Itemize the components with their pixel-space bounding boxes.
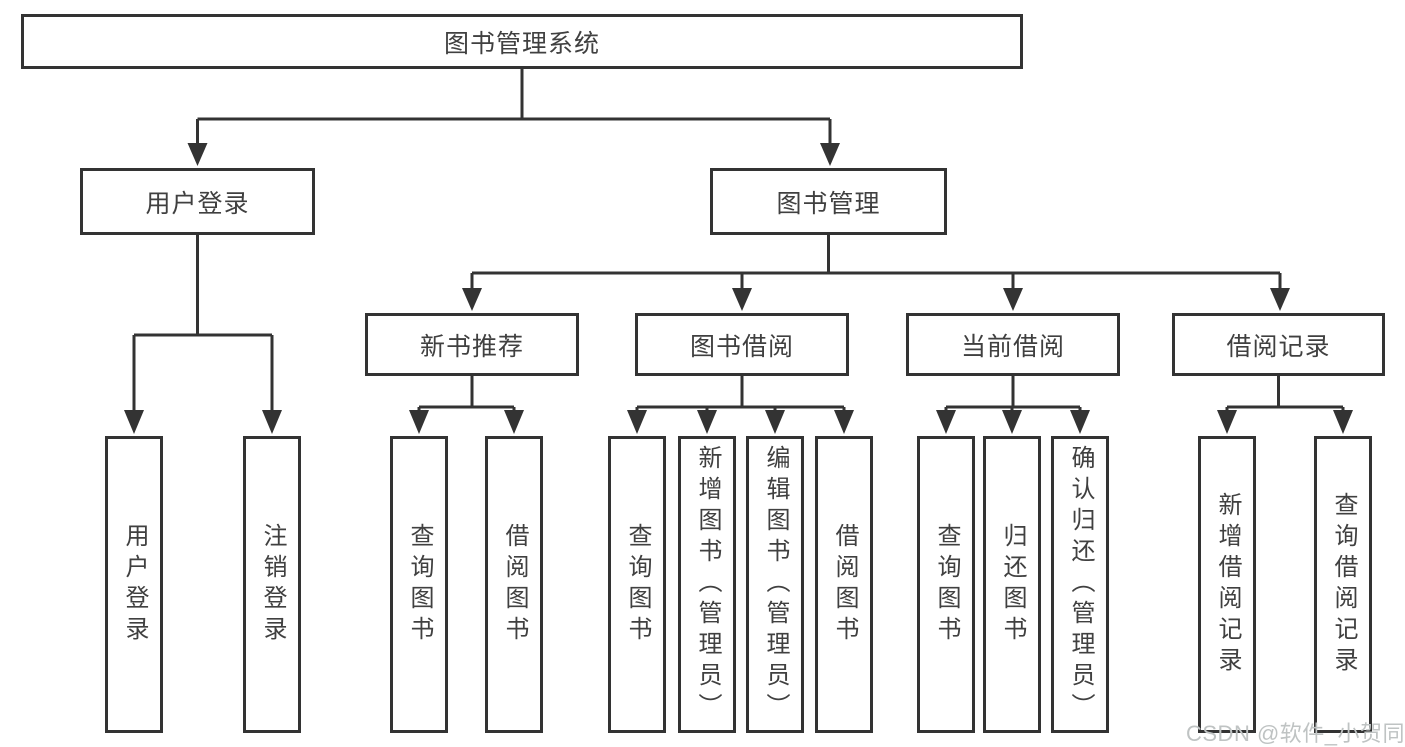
leaf-borrow-books-recommend-label: 借阅图书 <box>501 522 528 647</box>
node-library-system-label: 图书管理系统 <box>443 29 600 58</box>
node-book-management: 图书管理 <box>710 168 947 235</box>
leaf-query-books-borrowing: 查询图书 <box>608 436 666 733</box>
node-book-borrowing: 图书借阅 <box>635 313 849 376</box>
leaf-borrow-books-recommend: 借阅图书 <box>485 436 543 733</box>
node-new-book-recommendation: 新书推荐 <box>365 313 579 376</box>
leaf-borrow-books-borrowing: 借阅图书 <box>815 436 873 733</box>
leaf-edit-books-admin-label: 编辑图书（管理员） <box>762 445 789 724</box>
leaf-add-books-admin-label: 新增图书（管理员） <box>694 445 721 724</box>
leaf-user-login: 用户登录 <box>105 436 163 733</box>
leaf-add-borrow-record: 新增借阅记录 <box>1198 436 1256 733</box>
leaf-query-borrow-record-label: 查询借阅记录 <box>1330 491 1357 678</box>
csdn-watermark: CSDN @软件_小贺同学 <box>1186 721 1405 746</box>
node-new-book-recommendation-label: 新书推荐 <box>419 332 524 361</box>
node-user-login: 用户登录 <box>80 168 315 235</box>
leaf-user-login-label: 用户登录 <box>121 522 148 647</box>
node-user-login-label: 用户登录 <box>145 189 250 218</box>
leaf-query-books-recommend-label: 查询图书 <box>406 522 433 647</box>
leaf-return-books-label: 归还图书 <box>999 522 1026 647</box>
leaf-query-books-current: 查询图书 <box>917 436 975 733</box>
leaf-add-books-admin: 新增图书（管理员） <box>678 436 736 733</box>
leaf-confirm-return-admin: 确认归还（管理员） <box>1051 436 1109 733</box>
leaf-confirm-return-admin-label: 确认归还（管理员） <box>1067 445 1094 724</box>
leaf-edit-books-admin: 编辑图书（管理员） <box>746 436 804 733</box>
node-current-borrowing: 当前借阅 <box>906 313 1120 376</box>
node-borrowing-records-label: 借阅记录 <box>1226 332 1331 361</box>
node-book-management-label: 图书管理 <box>776 189 881 218</box>
node-current-borrowing-label: 当前借阅 <box>960 332 1065 361</box>
leaf-query-books-current-label: 查询图书 <box>933 522 960 647</box>
leaf-query-books-recommend: 查询图书 <box>390 436 448 733</box>
leaf-logout-login: 注销登录 <box>243 436 301 733</box>
node-borrowing-records: 借阅记录 <box>1172 313 1385 376</box>
leaf-logout-login-label: 注销登录 <box>259 522 286 647</box>
leaf-return-books: 归还图书 <box>983 436 1041 733</box>
node-library-system: 图书管理系统 <box>21 14 1023 69</box>
leaf-borrow-books-borrowing-label: 借阅图书 <box>831 522 858 647</box>
node-book-borrowing-label: 图书借阅 <box>689 332 794 361</box>
leaf-add-borrow-record-label: 新增借阅记录 <box>1214 491 1241 678</box>
leaf-query-books-borrowing-label: 查询图书 <box>624 522 651 647</box>
leaf-query-borrow-record: 查询借阅记录 <box>1314 436 1372 733</box>
